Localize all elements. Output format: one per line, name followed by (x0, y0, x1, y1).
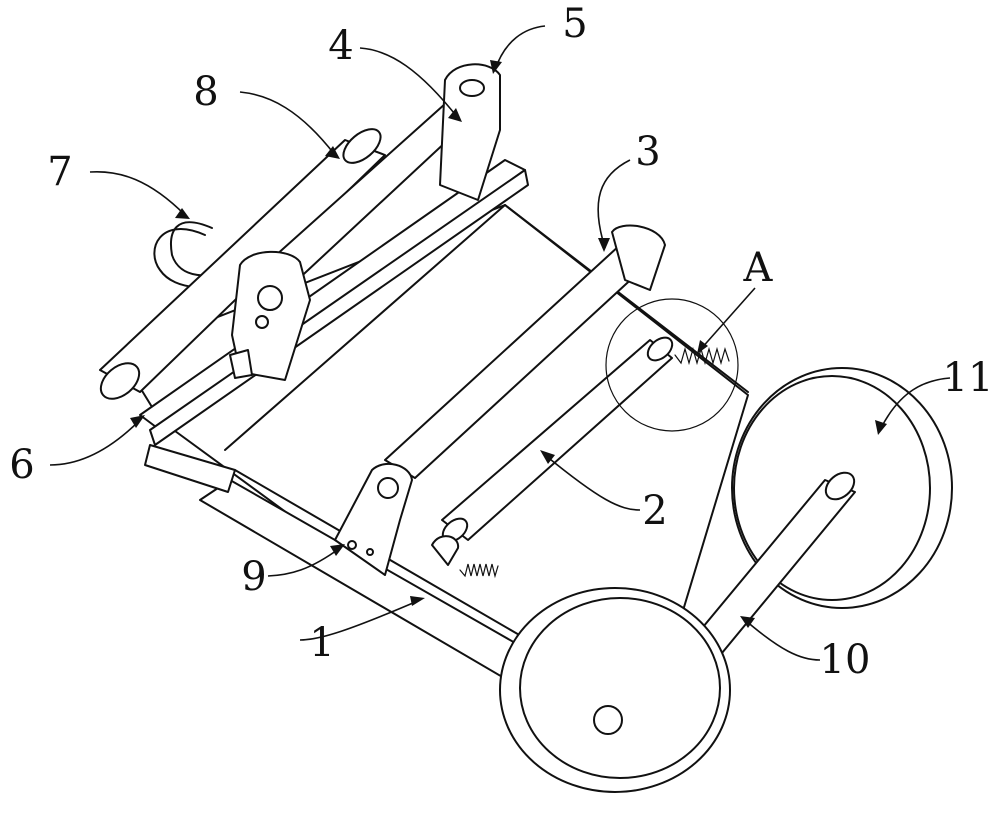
callout-3: 3 (635, 129, 661, 175)
leader-lines (49, 25, 951, 661)
spring-lower (431, 535, 499, 579)
callout-7: 7 (47, 149, 73, 195)
spring-upper (674, 346, 730, 366)
left-bracket (229, 250, 311, 381)
side-bracket (334, 462, 413, 576)
front-wheel (499, 587, 731, 793)
callout-11: 11 (942, 355, 994, 401)
callout-9: 9 (241, 554, 267, 600)
callout-5: 5 (562, 1, 588, 47)
callout-10: 10 (819, 637, 871, 683)
callout-2: 2 (642, 488, 668, 534)
callout-4: 4 (328, 23, 354, 69)
callout-a: A (743, 245, 773, 291)
callout-6: 6 (9, 442, 35, 488)
callout-1: 1 (309, 620, 335, 666)
top-bracket (439, 63, 501, 201)
callout-8: 8 (193, 69, 219, 115)
detail-circle-a (605, 298, 739, 432)
